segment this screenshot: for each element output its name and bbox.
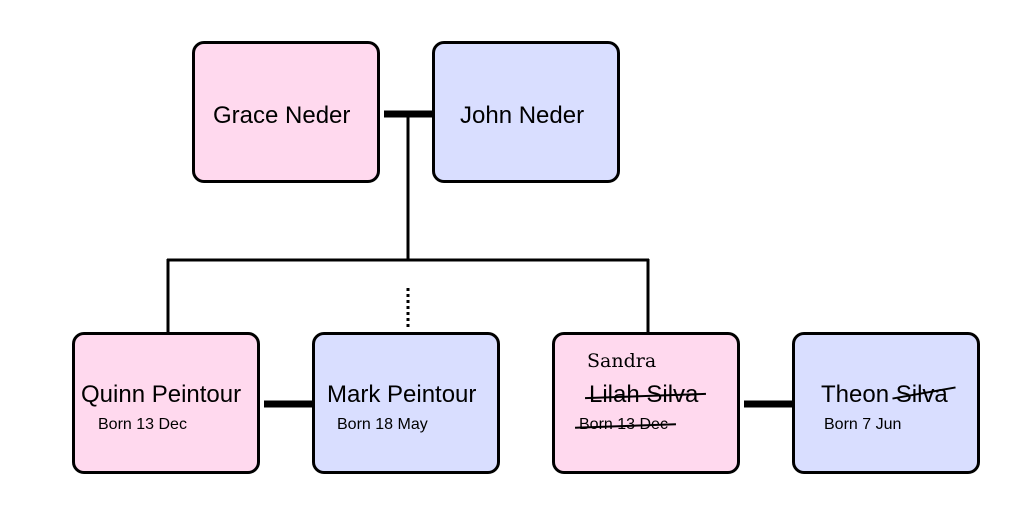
person-card-theon: Theon Silva Born 7 Jun [792, 332, 980, 474]
person-card-mark: Mark Peintour Born 18 May [312, 332, 500, 474]
person-name: Mark Peintour [327, 381, 477, 408]
first-name: Theon [821, 381, 890, 408]
birth-date: Born 18 May [337, 416, 428, 433]
person-name: Quinn Peintour [81, 381, 242, 408]
birth-date-struck: Born 13 Dec [574, 416, 676, 434]
person-name: Theon Silva [821, 381, 956, 409]
person-name-struck: Lilah Silva [585, 381, 707, 409]
person-name: Grace Neder [213, 102, 351, 129]
birth-date: Born 13 Dec [98, 416, 187, 433]
person-name: John Neder [460, 102, 585, 129]
person-card-lilah: Sandra Lilah Silva Born 13 Dec [552, 332, 740, 474]
birth-date: Born 7 Jun [824, 416, 902, 433]
person-card-john: John Neder [432, 41, 620, 183]
person-card-grace: Grace Neder [192, 41, 380, 183]
person-card-quinn: Quinn Peintour Born 13 Dec [72, 332, 260, 474]
handwritten-name-correction: Sandra [587, 350, 657, 372]
